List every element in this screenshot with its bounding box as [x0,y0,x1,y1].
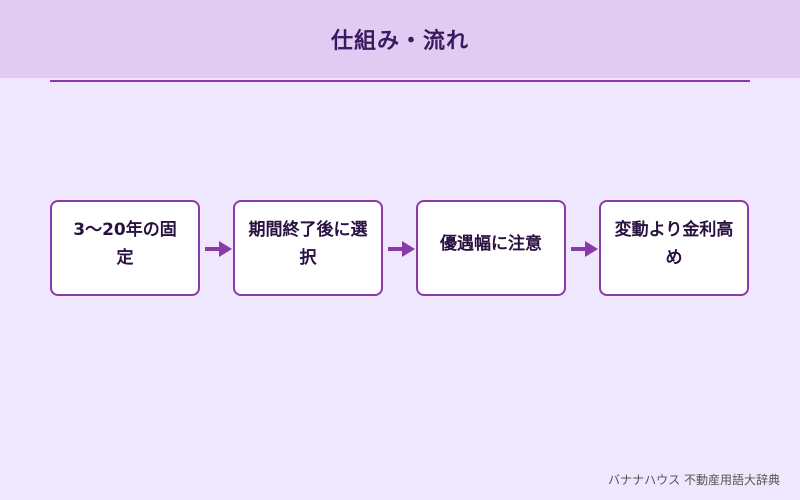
flow-step-1: 3〜20年の固定 [50,200,200,296]
header-band: 仕組み・流れ [0,0,800,78]
arrow-right-icon [388,241,415,257]
footer-credit: バナナハウス 不動産用語大辞典 [608,473,780,487]
page-title: 仕組み・流れ [330,29,469,54]
header-divider [50,80,750,82]
flow-step-label: 優遇幅に注意 [440,234,542,254]
flow-step-4: 変動より金利高め [599,200,749,296]
flow-step-label: 変動より金利高め [614,220,734,268]
flow-step-label: 3〜20年の固定 [73,220,177,268]
flow-step-3: 優遇幅に注意 [416,200,566,296]
flow-step-label: 期間終了後に選択 [248,220,368,268]
flow-step-2: 期間終了後に選択 [233,200,383,296]
arrow-right-icon [571,241,598,257]
flow-diagram: 3〜20年の固定 期間終了後に選択 優遇幅に注意 変動より金利高め [50,200,750,300]
arrow-right-icon [205,241,232,257]
